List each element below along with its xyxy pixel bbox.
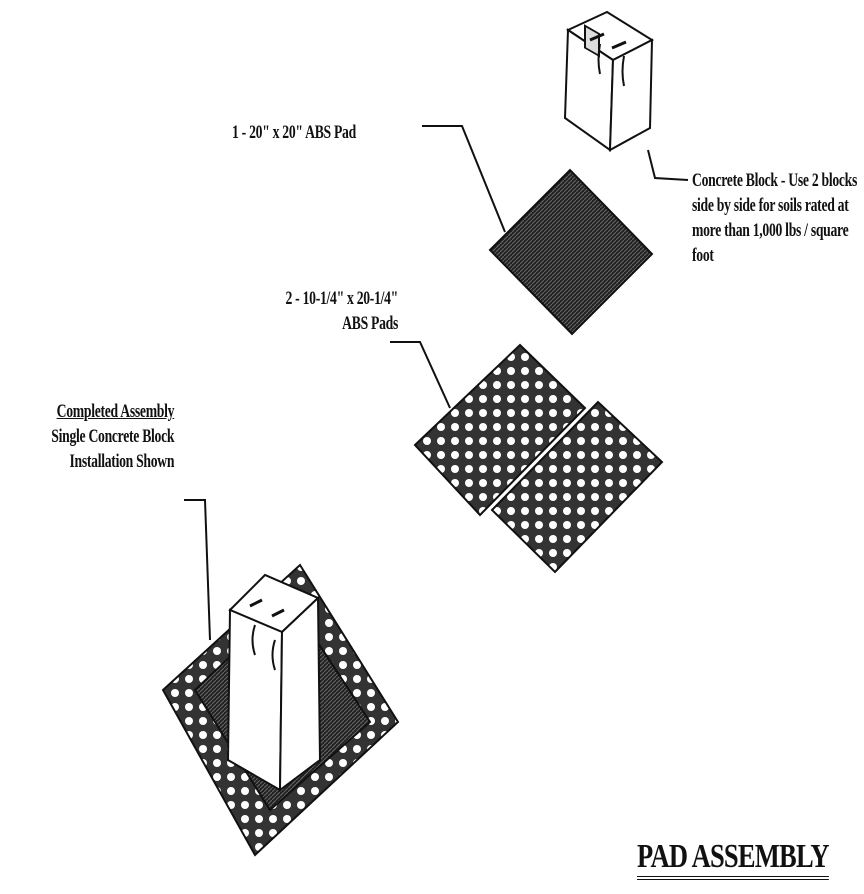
label-completed-assembly: Completed Assembly Single Concrete Block…: [5, 399, 174, 474]
page-title: PAD ASSEMBLY: [637, 838, 830, 880]
label-completed-assembly-line3: Installation Shown: [69, 451, 175, 472]
label-completed-assembly-line2: Single Concrete Block: [51, 426, 175, 447]
concrete-block: [563, 10, 655, 152]
abs-pads-half: [413, 343, 664, 574]
label-abs-pads-half-line2: ABS Pads: [342, 313, 398, 334]
label-concrete-block: Concrete Block - Use 2 blocks side by si…: [692, 170, 858, 266]
abs-pad-20x20: [488, 168, 654, 336]
completed-assembly: [161, 563, 400, 857]
label-abs-pads-half-line1: 2 - 10-1/4" x 20-1/4": [285, 288, 399, 309]
label-abs-pads-half: 2 - 10-1/4" x 20-1/4" ABS Pads: [218, 286, 399, 336]
label-abs-pad-20x20: 1 - 20" x 20" ABS Pad: [232, 122, 356, 143]
leader-lines: [184, 125, 689, 641]
label-completed-assembly-line1: Completed Assembly: [56, 401, 175, 422]
